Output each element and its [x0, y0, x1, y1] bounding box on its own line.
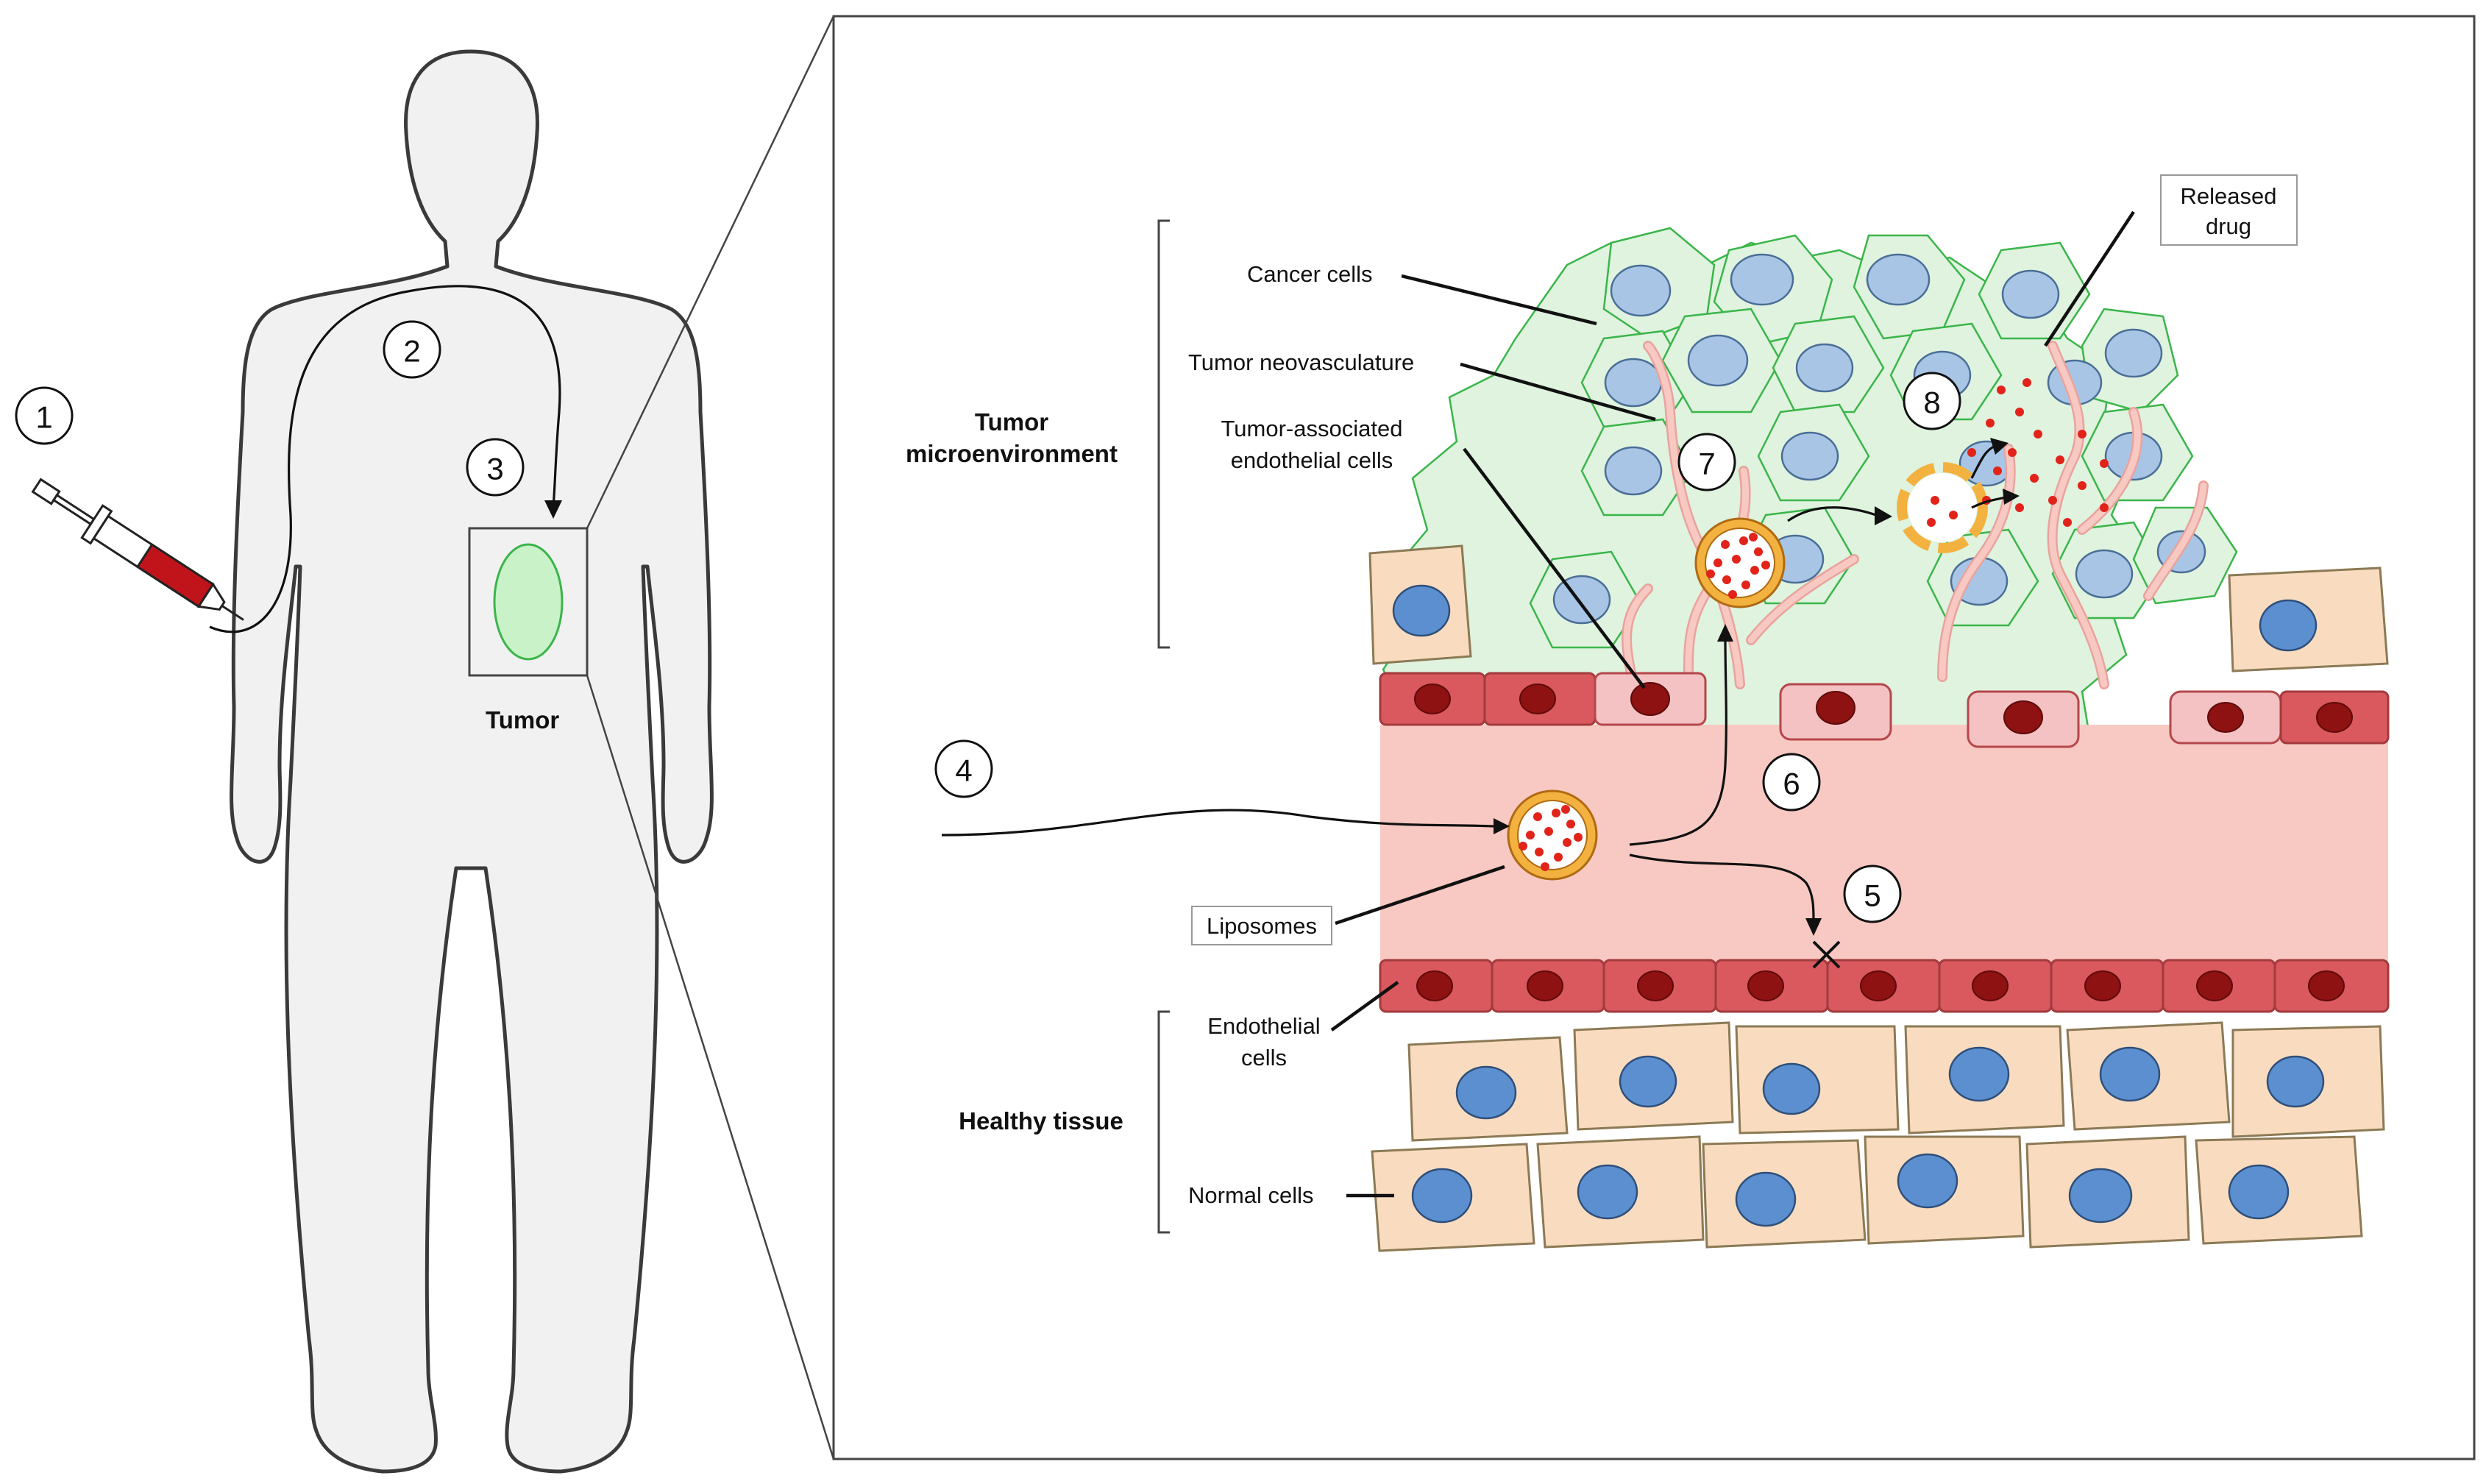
tumor-region-box — [468, 527, 589, 677]
zoom-line-bottom — [586, 675, 835, 1460]
step-4-marker: 4 — [934, 739, 993, 798]
svg-text:6: 6 — [1783, 767, 1800, 801]
endothelial-cells-label: Endothelial — [1207, 1013, 1320, 1039]
bottom-endothelial-layer — [1379, 959, 2390, 1013]
svg-text:4: 4 — [955, 753, 972, 788]
circulation-path — [209, 285, 561, 633]
blocked-cross-icon — [1812, 940, 1841, 969]
released-drug-box — [2160, 174, 2298, 246]
svg-text:2: 2 — [403, 334, 420, 369]
step-6-marker: 6 — [1762, 753, 1821, 812]
liposomes-label-box — [1191, 906, 1332, 945]
top-endothelial-layer — [1379, 672, 2390, 748]
step-7-marker: 7 — [1677, 433, 1736, 491]
tumor-shape — [493, 543, 564, 661]
svg-text:5: 5 — [1864, 878, 1881, 913]
liposomes-label: Liposomes — [1207, 913, 1317, 939]
circulation-arrowhead — [544, 500, 562, 519]
svg-text:8: 8 — [1923, 386, 1940, 420]
healthy-tissue-label: Healthy tissue — [959, 1107, 1123, 1135]
tumor-microenvironment-label-2: microenvironment — [906, 440, 1118, 467]
body-panel: Tumor 1 2 3 — [15, 15, 835, 1474]
released-drug-label: Released — [2181, 183, 2277, 209]
tumor-microenvironment-label: Tumor — [975, 408, 1048, 436]
svg-text:1: 1 — [35, 400, 52, 435]
liposome-extravasated — [1694, 517, 1786, 608]
zoom-panel: 4 5 6 7 8 Tumor microenvironment Healthy… — [832, 15, 2476, 1460]
tumor-associated-endothelial-label: Tumor-associated — [1221, 416, 1403, 441]
flow-arrows — [941, 438, 2020, 936]
zoom-line-top — [586, 15, 835, 529]
tumor-associated-endothelial-label-2: endothelial cells — [1231, 447, 1393, 473]
human-silhouette — [230, 49, 714, 1474]
leader-lines — [1330, 210, 2135, 1198]
step-5-marker: 5 — [1843, 865, 1902, 923]
tumor-microenvironment-bracket — [1157, 219, 1170, 649]
healthy-tissue-bracket — [1157, 1010, 1170, 1234]
svg-text:3: 3 — [486, 452, 503, 486]
liposome-in-vessel — [1507, 789, 1598, 881]
normal-cells-label: Normal cells — [1188, 1182, 1314, 1208]
released-drug-label-2: drug — [2206, 213, 2251, 239]
endothelial-cells-label-2: cells — [1241, 1045, 1287, 1071]
cancer-cells-label: Cancer cells — [1247, 261, 1373, 287]
step-3-marker: 3 — [466, 438, 525, 497]
step-1-marker: 1 — [15, 386, 74, 445]
normal-cells-healthy — [1371, 1021, 2385, 1252]
syringe-icon — [31, 477, 244, 621]
normal-cells-upper — [1368, 544, 2389, 672]
step-2-marker: 2 — [383, 320, 441, 379]
tumor-neovasculature-label: Tumor neovasculature — [1188, 349, 1414, 375]
svg-text:7: 7 — [1698, 447, 1715, 481]
step-8-marker: 8 — [1903, 372, 1961, 430]
tumor-label: Tumor — [486, 706, 559, 734]
liposome-releasing — [1897, 462, 1988, 553]
